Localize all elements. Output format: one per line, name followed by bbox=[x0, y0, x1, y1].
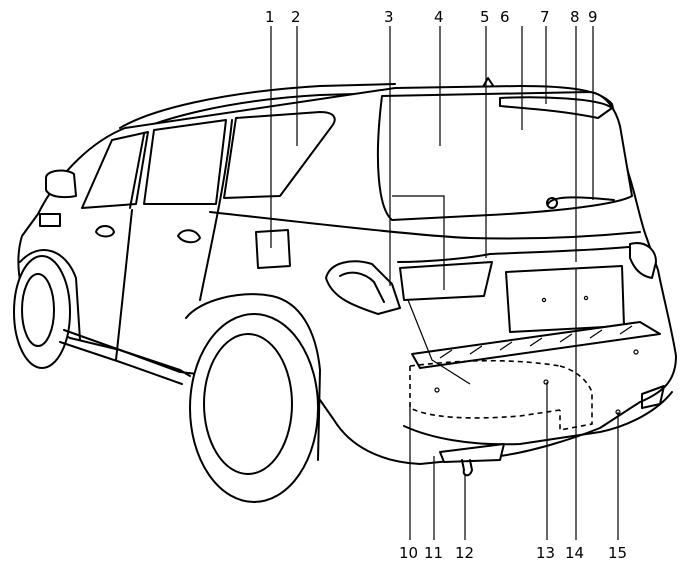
rear-sensor-zone-right bbox=[559, 365, 593, 431]
rear-rim bbox=[203, 333, 293, 475]
sensor-dot bbox=[633, 349, 639, 355]
side-sill bbox=[63, 329, 191, 377]
callout-10: 10 bbox=[399, 544, 418, 562]
rear-door-window bbox=[143, 119, 227, 205]
door-seam-rear bbox=[199, 119, 233, 301]
sensor-dot bbox=[543, 379, 549, 385]
rear-window bbox=[376, 91, 633, 221]
side-sill-lower bbox=[59, 341, 183, 385]
lamp-inner bbox=[339, 271, 385, 303]
right-reflector bbox=[641, 385, 665, 409]
leader-lines bbox=[270, 26, 619, 540]
right-tail-lamp bbox=[629, 242, 657, 279]
liftgate-handle-bar bbox=[397, 245, 641, 263]
rear-sensor-zone-left bbox=[409, 366, 561, 419]
liftgate-lamp-strip bbox=[399, 261, 493, 301]
rear-tire bbox=[189, 313, 319, 503]
callout-7: 7 bbox=[540, 8, 550, 26]
plate-bolt bbox=[583, 295, 589, 301]
callout-9: 9 bbox=[588, 8, 598, 26]
rear-wiper bbox=[547, 196, 615, 205]
plate-bolt bbox=[541, 297, 547, 303]
lower-bumper bbox=[403, 391, 673, 446]
callout-2: 2 bbox=[291, 8, 301, 26]
rear-wheel-arch bbox=[185, 293, 321, 461]
tow-hitch bbox=[461, 459, 473, 477]
callout-labels: 1 2 3 4 5 6 7 8 9 10 11 12 13 14 15 bbox=[265, 8, 627, 562]
rear-side-window bbox=[223, 111, 336, 199]
callout-4: 4 bbox=[434, 8, 444, 26]
roof-rail bbox=[119, 83, 396, 129]
side-mirror bbox=[45, 169, 77, 199]
door-seam-front bbox=[115, 209, 133, 361]
license-plate-recess bbox=[505, 265, 625, 333]
front-rim bbox=[21, 273, 55, 347]
callout-5: 5 bbox=[480, 8, 490, 26]
callout-11: 11 bbox=[424, 544, 443, 562]
fuel-filler-door bbox=[255, 229, 291, 269]
rear-reflector bbox=[439, 443, 505, 463]
rear-bumper-step bbox=[411, 321, 661, 369]
b-pillar bbox=[129, 133, 145, 209]
liftgate-lower-edge bbox=[209, 211, 641, 240]
callout-12: 12 bbox=[455, 544, 474, 562]
callout-6: 6 bbox=[500, 8, 510, 26]
callout-15: 15 bbox=[608, 544, 627, 562]
front-door-window bbox=[81, 131, 149, 209]
callout-3: 3 bbox=[384, 8, 394, 26]
rear-sensor-zone-top bbox=[409, 359, 561, 367]
callout-14: 14 bbox=[565, 544, 584, 562]
callout-13: 13 bbox=[536, 544, 555, 562]
fender-badge bbox=[39, 213, 61, 227]
rear-door-handle bbox=[177, 229, 201, 244]
front-wheel-arch bbox=[19, 249, 81, 341]
callout-1: 1 bbox=[265, 8, 275, 26]
sensor-dot bbox=[434, 387, 440, 393]
front-door-handle bbox=[95, 225, 115, 238]
roof-spoiler bbox=[499, 96, 613, 119]
wiper-pivot bbox=[546, 197, 558, 209]
step-ribs bbox=[439, 325, 633, 359]
callout-8: 8 bbox=[570, 8, 580, 26]
